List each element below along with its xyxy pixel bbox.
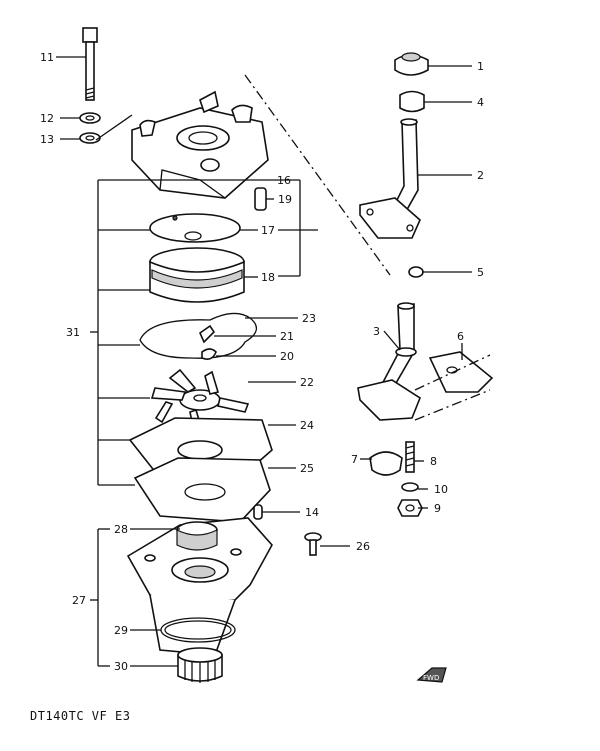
callout-6: 6 [457, 330, 464, 343]
callout-12: 12 [40, 112, 54, 125]
callout-16: 16 [277, 174, 291, 187]
callout-30: 30 [114, 660, 128, 673]
stud-8 [405, 441, 415, 473]
callout-9: 9 [434, 502, 441, 515]
callout-17: 17 [261, 224, 275, 237]
fwd-arrow-icon: FWD [416, 667, 447, 683]
plate-17 [149, 213, 241, 243]
grommet-1 [394, 52, 429, 76]
bolt-11 [82, 27, 98, 101]
callout-23: 23 [302, 312, 316, 325]
impeller-22 [150, 368, 250, 433]
callout-27: 27 [72, 594, 86, 607]
callout-5: 5 [477, 266, 484, 279]
callout-10: 10 [434, 483, 448, 496]
grommet-4 [399, 90, 425, 113]
callout-20: 20 [280, 350, 294, 363]
bearing-30 [177, 647, 223, 683]
tube-3 [357, 302, 421, 421]
callout-26: 26 [356, 540, 370, 553]
grommet-7 [369, 451, 403, 476]
callout-4: 4 [477, 96, 484, 109]
grommet-5 [408, 266, 424, 278]
fwd-label: FWD [423, 674, 439, 682]
liner-18 [149, 247, 245, 303]
key-20 [201, 348, 217, 360]
callout-25: 25 [300, 462, 314, 475]
plate-6 [428, 351, 494, 393]
pin-19 [254, 187, 267, 211]
callout-29: 29 [114, 624, 128, 637]
screw-26 [304, 532, 322, 556]
callout-24: 24 [300, 419, 314, 432]
assembly-guides [244, 74, 491, 421]
callout-28: 28 [114, 523, 128, 536]
callout-19: 19 [278, 193, 292, 206]
callout-14: 14 [305, 506, 319, 519]
callout-7: 7 [351, 453, 358, 466]
key-21 [199, 324, 216, 344]
callout-2: 2 [477, 169, 484, 182]
washer-10 [401, 482, 419, 492]
plate-25 [133, 457, 271, 523]
tube-2 [359, 118, 421, 239]
callout-22: 22 [300, 376, 314, 389]
washer-12 [79, 112, 101, 124]
callout-21: 21 [280, 330, 294, 343]
washer-13 [79, 132, 101, 144]
diagram-title: DT140TC VF E3 [30, 709, 131, 723]
leader-lines [56, 56, 472, 667]
callout-11: 11 [40, 51, 54, 64]
nut-9 [397, 499, 423, 517]
seal-28 [176, 521, 218, 551]
callout-3: 3 [373, 325, 380, 338]
oring-23 [139, 312, 257, 359]
callout-1: 1 [477, 60, 484, 73]
callout-18: 18 [261, 271, 275, 284]
pump-case [95, 90, 269, 199]
callout-13: 13 [40, 133, 54, 146]
callout-8: 8 [430, 455, 437, 468]
callout-31: 31 [66, 326, 80, 339]
callouts: 1 4 2 5 3 6 7 8 10 9 11 12 13 16 19 17 1… [40, 51, 484, 673]
pin-14 [253, 504, 263, 520]
